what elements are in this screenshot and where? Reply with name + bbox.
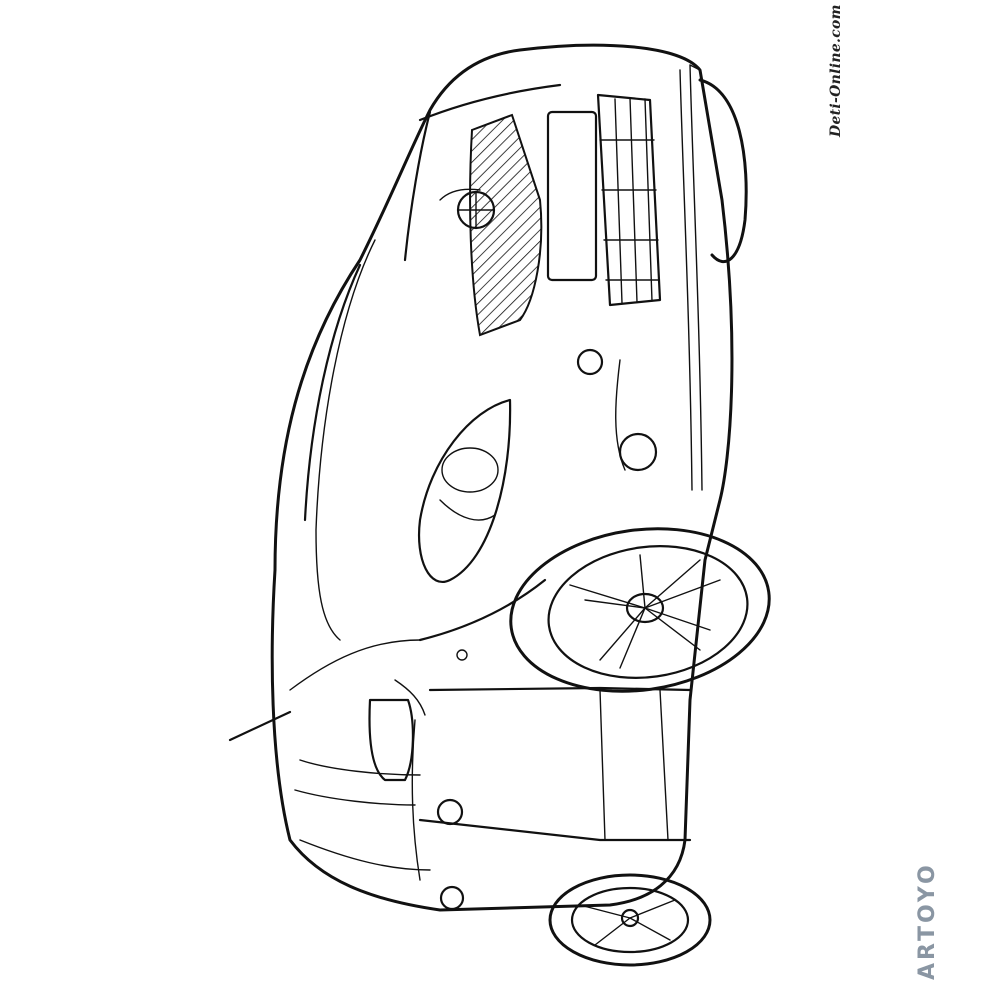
right-wheel-arch xyxy=(698,78,748,263)
side-marker xyxy=(456,649,468,661)
hood-badge xyxy=(576,348,604,376)
fog-lamp xyxy=(439,188,496,230)
headlight xyxy=(417,398,512,583)
watermark-bottom: ARTOYO xyxy=(915,862,940,980)
rear-wheel xyxy=(548,873,712,967)
front-emblem xyxy=(618,432,658,472)
car-body xyxy=(270,43,734,912)
front-grille xyxy=(596,93,662,307)
air-intake xyxy=(469,113,543,337)
side-panel xyxy=(294,686,692,911)
hood-crease xyxy=(615,359,626,471)
side-mirror xyxy=(368,679,426,782)
watermark-top: Deti-Online.com xyxy=(828,4,844,137)
license-plate xyxy=(546,110,598,282)
front-wheel xyxy=(509,527,771,693)
antenna xyxy=(228,710,292,742)
